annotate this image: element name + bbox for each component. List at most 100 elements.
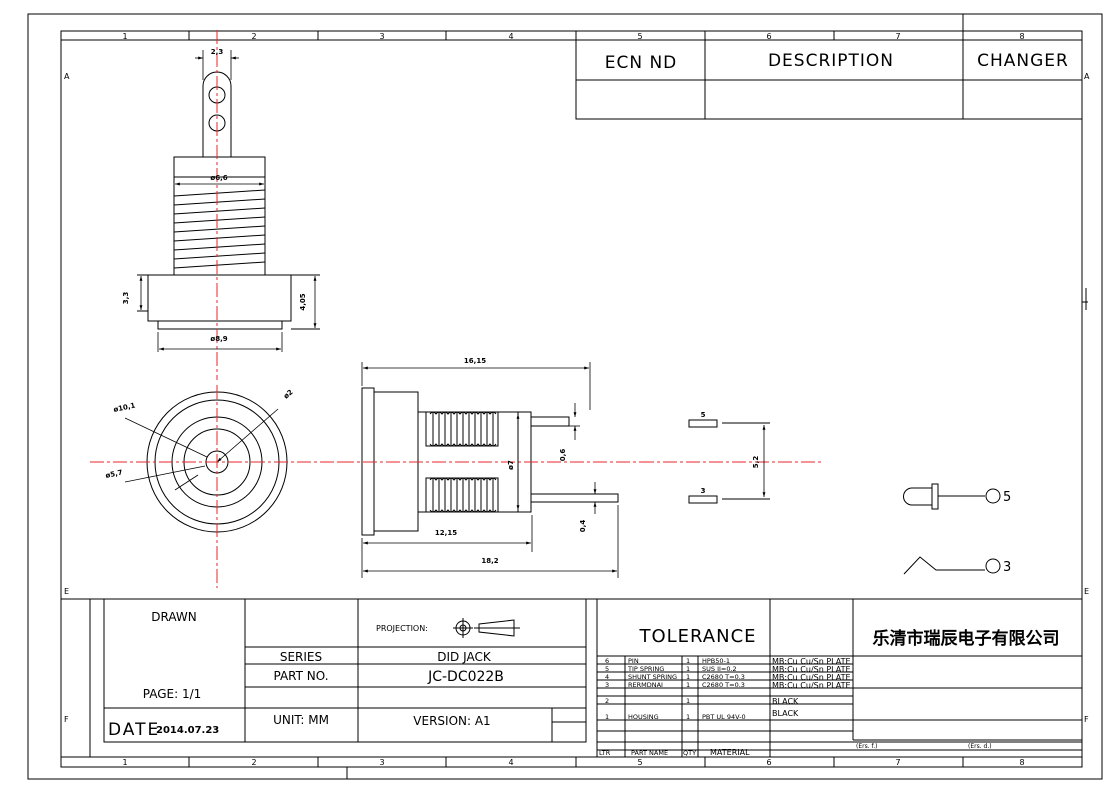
bom-name: TIP SPRING — [627, 665, 664, 673]
series-label: SERIES — [280, 650, 322, 664]
col-label: 7 — [895, 32, 900, 41]
schematic-pin-5: 5 — [1003, 490, 1011, 505]
row-label: E — [1084, 587, 1089, 596]
bom-material: C2680 T=0.3 — [702, 673, 745, 681]
bom-qty: 1 — [686, 657, 690, 665]
bom-ltr: 5 — [605, 665, 609, 673]
row-label: A — [1084, 72, 1090, 81]
row-label: E — [64, 587, 69, 596]
part-no-label: PART NO. — [273, 669, 328, 683]
bom-block: TOLERANCE 乐清市瑞辰电子有限公司 6 PIN 1 HPB50-1 MB… — [596, 598, 1083, 758]
terminal-5-label: 5 — [701, 411, 706, 419]
col-label: 7 — [895, 758, 900, 767]
dim-pin-thickness-2: 0,4 — [579, 520, 587, 533]
page-label: PAGE: 1/1 — [143, 687, 202, 701]
bom-header-material: MATERIAL — [710, 748, 750, 757]
bom-header: LTR PART NAME QTY MATERIAL — [599, 748, 750, 757]
row-label: F — [64, 715, 69, 724]
bom-name: PIN — [628, 657, 639, 665]
bom-name: HOUSING — [628, 713, 659, 721]
thread-lines — [173, 189, 266, 269]
schematic-symbol: 5 3 — [903, 483, 1011, 575]
table-row: 2 1 BLACK — [605, 697, 799, 706]
col-label: 4 — [508, 758, 513, 767]
terminal-3-label: 3 — [701, 487, 706, 495]
col-label: 2 — [251, 32, 256, 41]
bom-finish: MB:Cu Cu/Sn PLATE — [772, 665, 851, 674]
bom-finish: MB:Cu Cu/Sn PLATE — [772, 681, 851, 690]
table-row: 5 TIP SPRING 1 SUS II=0.2 MB:Cu Cu/Sn PL… — [605, 665, 851, 674]
table-row: 6 PIN 1 HPB50-1 MB:Cu Cu/Sn PLATE — [605, 657, 851, 666]
version-label: VERSION: A1 — [413, 714, 490, 728]
col-label: 1 — [122, 758, 127, 767]
dim-thread-length: 12,15 — [435, 529, 457, 537]
dim-flange-diameter: ø8,9 — [210, 335, 227, 343]
part-no-value: JC-DC022B — [427, 669, 504, 685]
top-view: 2,3 ø6,6 3,3 4,05 ø8,9 — [122, 30, 320, 380]
column-labels-top: 1 2 3 4 5 6 7 8 — [122, 32, 1024, 41]
col-label: 6 — [766, 32, 771, 41]
row-ticks — [1082, 288, 1088, 310]
bom-header-qty: QTY — [683, 749, 696, 757]
dim-terminal-gap: 5,2 — [752, 456, 760, 469]
bom-name: RERMDNAI — [628, 681, 663, 689]
date-label: DATE — [108, 720, 160, 740]
top-dim-lines — [139, 50, 317, 352]
dim-total-height: 4,05 — [299, 293, 307, 310]
dim-inner-diameter: ø5,7 — [105, 469, 124, 480]
bom-qty: 1 — [686, 697, 690, 705]
bom-material: C2680 T=0.3 — [702, 681, 745, 689]
bom-ltr: 2 — [605, 697, 609, 705]
bom-finish: MB:Cu Cu/Sn PLATE — [772, 657, 851, 666]
ecn-header: ECN ND — [605, 53, 678, 73]
col-label: 4 — [508, 32, 513, 41]
bom-finish: BLACK — [772, 697, 799, 706]
side-view: 16,15 ø7 0,6 0,4 12,15 18,2 — [340, 357, 640, 578]
table-row: 3 RERMDNAI 1 C2680 T=0.3 MB:Cu Cu/Sn PLA… — [605, 681, 851, 690]
drawn-label: DRAWN — [151, 610, 197, 624]
dim-length: 16,15 — [464, 357, 486, 365]
tolerance-label: TOLERANCE — [638, 626, 756, 647]
row-label: A — [64, 72, 70, 81]
col-label: 8 — [1019, 758, 1024, 767]
col-label: 8 — [1019, 32, 1024, 41]
bom-material: HPB50-1 — [702, 657, 730, 665]
bom-header-part-name: PART NAME — [631, 749, 668, 757]
table-row: 1 HOUSING 1 PBT UL 94V-0 BLACK — [605, 709, 799, 721]
footer-note-1: (Ers. f.) — [856, 743, 877, 750]
bom-material: SUS II=0.2 — [702, 665, 737, 673]
footer-note-2: (Ers. d.) — [968, 743, 992, 750]
spring-coils — [429, 411, 497, 513]
projection-label: PROJECTION: — [376, 624, 428, 633]
row-label: F — [1084, 715, 1089, 724]
bom-ltr: 4 — [605, 673, 609, 681]
col-label: 1 — [122, 32, 127, 41]
bom-ltr: 1 — [605, 713, 609, 721]
bom-name: SHUNT SPRING — [628, 673, 677, 681]
column-labels-bottom: 1 2 3 4 5 6 7 8 — [122, 758, 1024, 767]
col-label: 3 — [379, 32, 384, 41]
dim-pin-thickness-1: 0,6 — [559, 449, 567, 462]
row-labels: A E F A E F — [64, 72, 1090, 724]
bom-qty: 1 — [686, 681, 690, 689]
col-label: 5 — [637, 32, 642, 41]
dim-body-diameter: ø6,6 — [210, 174, 227, 182]
bom-ltr: 6 — [605, 657, 609, 665]
date-value: 2014.07.23 — [156, 725, 219, 736]
dim-outer-diameter: ø10,1 — [113, 402, 136, 414]
bom-material: PBT UL 94V-0 — [702, 713, 746, 721]
col-label: 2 — [251, 758, 256, 767]
changer-header: CHANGER — [977, 51, 1069, 71]
description-header: DESCRIPTION — [768, 51, 894, 71]
title-block: DRAWN PROJECTION: SERIES DID JACK PART N… — [61, 598, 1082, 757]
dim-pin-diameter: ø2 — [282, 388, 295, 400]
dim-total-length: 18,2 — [481, 557, 498, 565]
col-label: 5 — [637, 758, 642, 767]
bom-qty: 1 — [686, 713, 690, 721]
side-dim-lines — [361, 362, 619, 578]
company-name: 乐清市瑞辰电子有限公司 — [873, 628, 1060, 649]
dim-pin-width: 2,3 — [211, 48, 224, 56]
front-view: ø10,1 ø2 ø5,7 — [90, 385, 345, 588]
bom-qty: 1 — [686, 665, 690, 673]
